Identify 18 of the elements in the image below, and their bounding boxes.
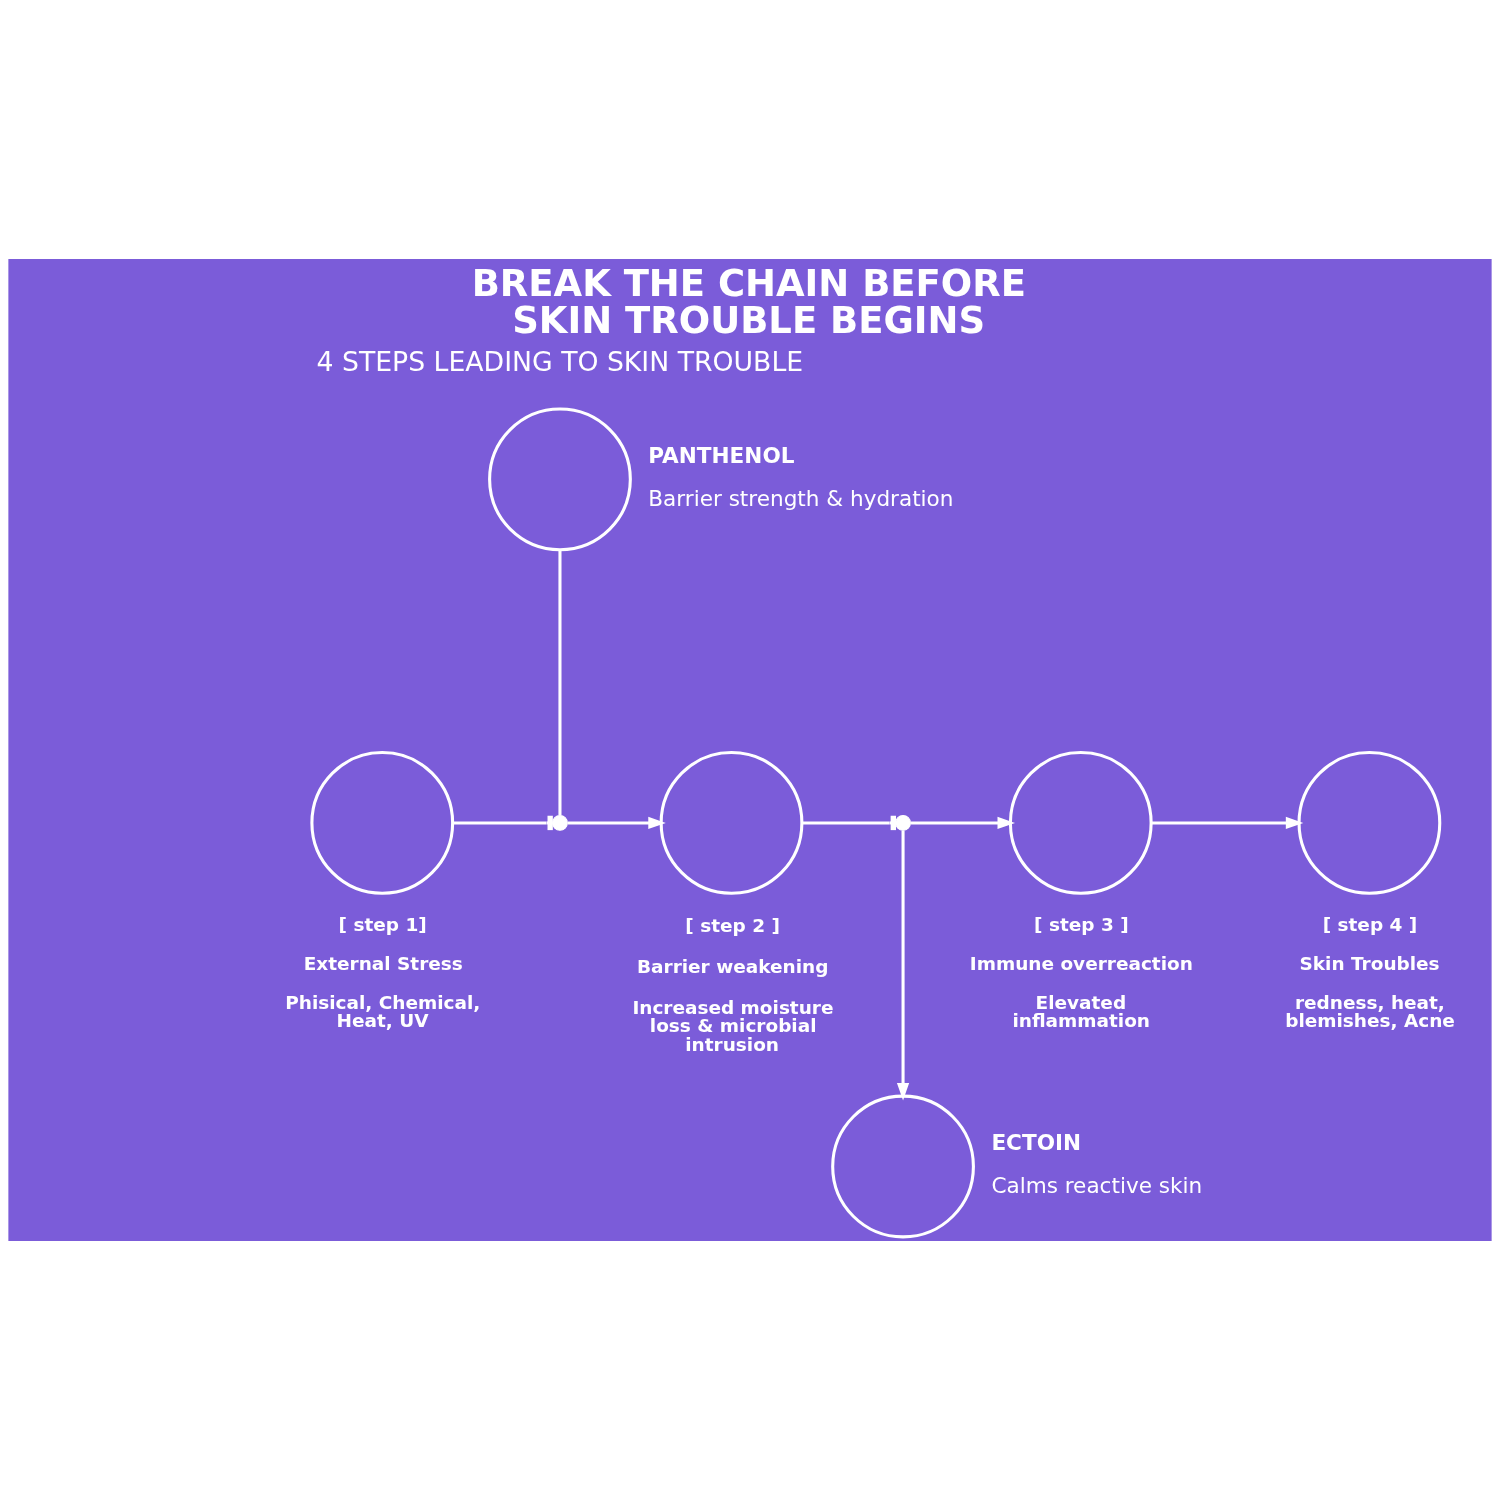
node-label: [ step 2 ] (685, 915, 780, 937)
diagram-title: BREAK THE CHAIN BEFORE SKIN TROUBLE BEGINS (471, 261, 1027, 342)
node-label: External Stress (303, 953, 463, 975)
label: 4 STEPS LEADING TO SKIN TROUBLE (316, 345, 804, 377)
node-label: Increased moisture loss & microbial intrusion (632, 996, 834, 1055)
node-label: Phisical, Chemical, Heat, UV (285, 991, 481, 1032)
node-label: [ step 4 ] (1322, 914, 1418, 936)
node-label: PANTHENOL (648, 442, 795, 468)
node-label: Barrier strength & hydration (648, 485, 954, 511)
node-label: Immune overreaction (969, 953, 1193, 975)
node-label: [ step 1] (338, 914, 427, 936)
node-label: Barrier weakening (637, 956, 829, 978)
node-label: ECTOIN (991, 1129, 1082, 1155)
node-label: Elevated inflammation (1012, 991, 1151, 1032)
node-label: Calms reactive skin (991, 1173, 1203, 1199)
node-label: [ step 3 ] (1034, 914, 1129, 936)
node-label: Skin Troubles (1299, 953, 1440, 975)
node-label: redness, heat, blemishes, Acne (1285, 991, 1455, 1032)
